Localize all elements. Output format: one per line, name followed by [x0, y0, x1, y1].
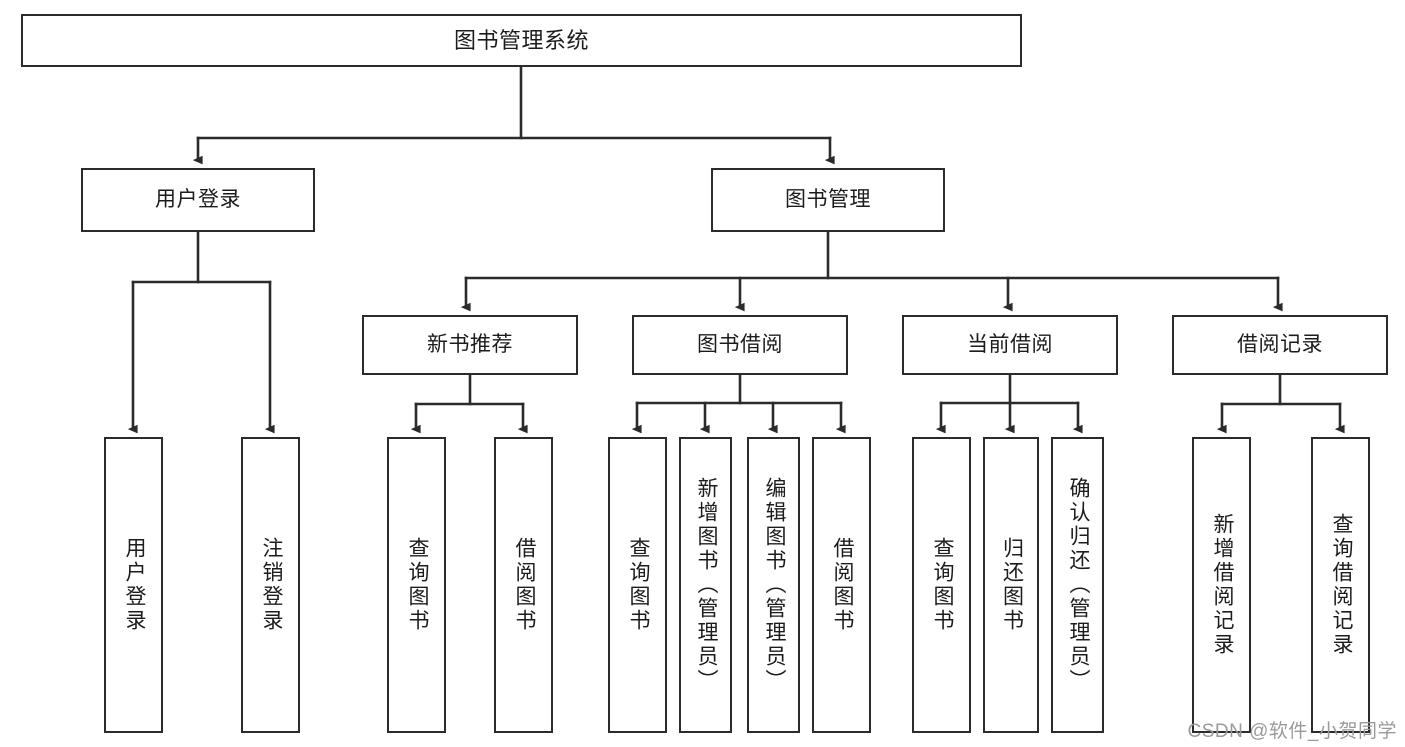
- node-new-book-recommend[interactable]: 新书推荐: [362, 315, 578, 375]
- node-label: 借阅图书: [830, 537, 854, 633]
- node-leaf-add-book-admin[interactable]: 新增图书（管理员）: [679, 437, 732, 733]
- node-label: 借阅记录: [1237, 332, 1323, 356]
- node-leaf-user-login[interactable]: 用户登录: [104, 437, 163, 733]
- node-label: 查询借阅记录: [1329, 513, 1353, 657]
- node-label: 借阅图书: [512, 537, 536, 633]
- node-label: 图书管理: [785, 187, 871, 211]
- node-leaf-confirm-return-admin[interactable]: 确认归还（管理员）: [1051, 437, 1104, 733]
- node-leaf-query-book-borrow[interactable]: 查询图书: [608, 437, 667, 733]
- node-label: 编辑图书（管理员）: [762, 477, 786, 693]
- node-book-borrow[interactable]: 图书借阅: [632, 315, 848, 375]
- node-borrow-record[interactable]: 借阅记录: [1172, 315, 1388, 375]
- node-root-system[interactable]: 图书管理系统: [21, 14, 1022, 67]
- node-leaf-borrow-book[interactable]: 借阅图书: [812, 437, 871, 733]
- node-label: 新增图书（管理员）: [694, 477, 718, 693]
- node-label: 查询图书: [930, 537, 954, 633]
- node-current-borrow[interactable]: 当前借阅: [902, 315, 1118, 375]
- node-leaf-logout[interactable]: 注销登录: [241, 437, 300, 733]
- node-label: 新书推荐: [427, 332, 513, 356]
- node-label: 图书管理系统: [453, 27, 589, 53]
- watermark: CSDN @软件_小贺同学: [1187, 721, 1397, 742]
- node-label: 查询图书: [405, 537, 429, 633]
- node-label: 用户登录: [122, 537, 146, 633]
- node-label: 确认归还（管理员）: [1066, 477, 1090, 693]
- node-label: 归还图书: [1000, 537, 1024, 633]
- node-book-management[interactable]: 图书管理: [711, 168, 945, 232]
- node-leaf-add-borrow-record[interactable]: 新增借阅记录: [1192, 437, 1251, 733]
- node-leaf-query-book-recommend[interactable]: 查询图书: [387, 437, 446, 733]
- node-label: 查询图书: [626, 537, 650, 633]
- node-leaf-edit-book-admin[interactable]: 编辑图书（管理员）: [747, 437, 800, 733]
- node-leaf-return-book[interactable]: 归还图书: [983, 437, 1039, 733]
- node-label: 当前借阅: [967, 332, 1053, 356]
- node-leaf-query-book-current[interactable]: 查询图书: [912, 437, 971, 733]
- node-label: 图书借阅: [697, 332, 783, 356]
- node-leaf-query-borrow-record[interactable]: 查询借阅记录: [1311, 437, 1370, 733]
- node-label: 注销登录: [259, 537, 283, 633]
- node-label: 用户登录: [155, 187, 241, 211]
- node-leaf-borrow-book-recommend[interactable]: 借阅图书: [494, 437, 553, 733]
- node-user-login[interactable]: 用户登录: [81, 168, 315, 232]
- node-label: 新增借阅记录: [1210, 513, 1234, 657]
